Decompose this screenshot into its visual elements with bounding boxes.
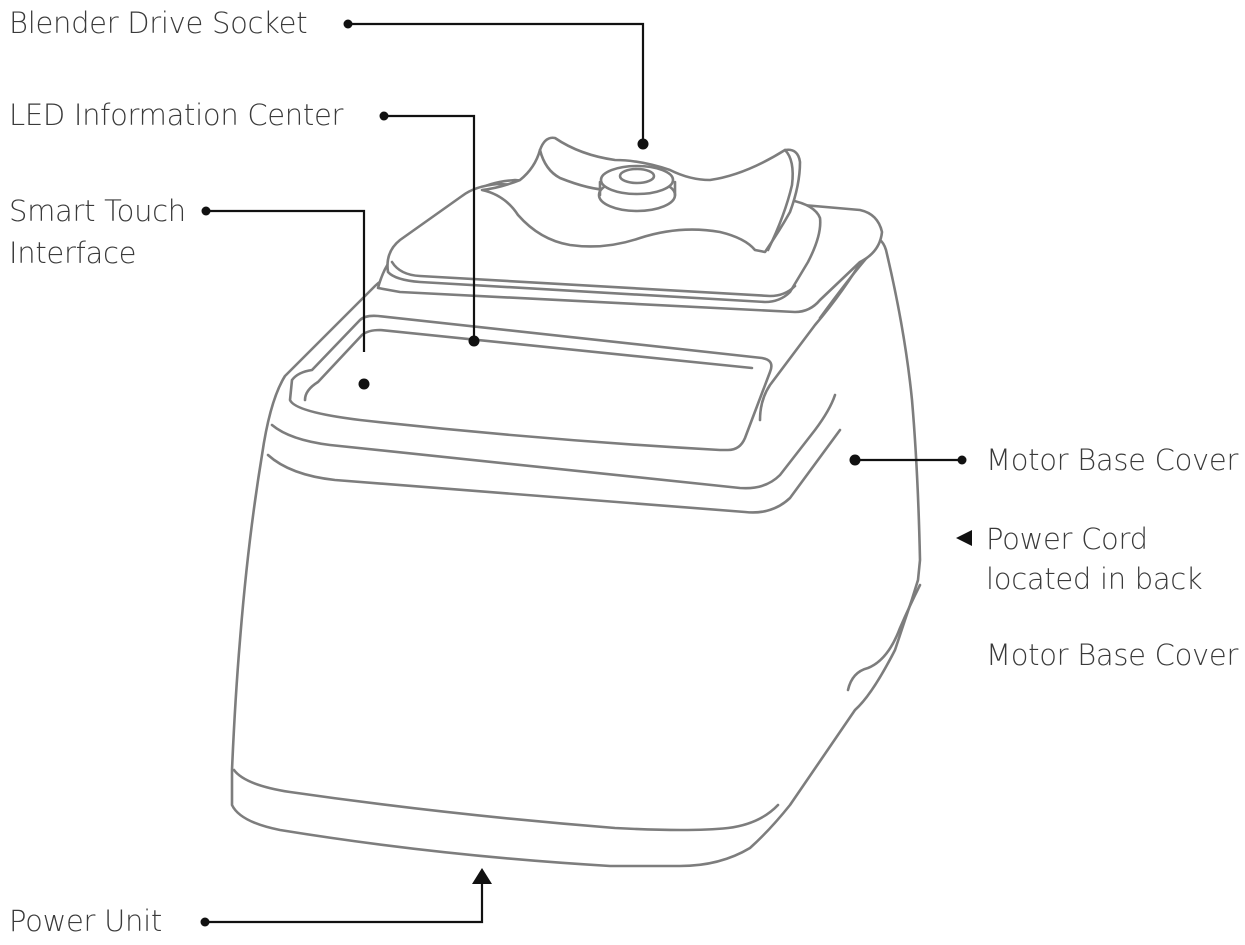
power-cord-label-line1: Power Cord xyxy=(986,522,1148,556)
led-center-end-dot xyxy=(468,335,480,347)
motor-base-cover-label: Motor Base Cover xyxy=(986,443,1239,477)
smart-touch-panel-inner xyxy=(303,328,754,402)
drive-coupling-left-ridge xyxy=(538,148,612,192)
drive-coupling-right-wing xyxy=(766,148,794,252)
bottom-skirt-line xyxy=(232,768,780,832)
power-unit-leader xyxy=(205,882,484,924)
smart-touch-leader xyxy=(206,209,366,352)
drive-socket-collar-side xyxy=(598,180,677,197)
smart-touch-panel xyxy=(288,314,773,452)
smart-touch-label-line2: Interface xyxy=(9,236,137,270)
power-unit-arrow-icon xyxy=(472,868,492,884)
drive-socket-hub xyxy=(618,167,656,185)
power-cord-arrow-icon xyxy=(956,530,972,546)
motor-base-cover-label-2: Motor Base Cover xyxy=(986,638,1239,672)
drive-pad-lip xyxy=(390,260,797,298)
motor-base-cover-end-dot xyxy=(957,455,967,465)
blender-drive-socket-end-dot xyxy=(637,138,649,150)
callout-leaders xyxy=(200,19,972,927)
blender-drive-socket-label: Blender Drive Socket xyxy=(9,6,308,40)
top-rim-band-2 xyxy=(266,428,842,514)
blender-base-illustration xyxy=(230,136,922,868)
power-unit-label: Power Unit xyxy=(9,904,162,938)
top-rim-band xyxy=(270,393,837,490)
smart-touch-label-line1: Smart Touch xyxy=(9,194,186,228)
led-center-leader xyxy=(384,114,476,340)
power-cord-label-line2: located in back xyxy=(986,562,1203,596)
motor-base-body xyxy=(230,234,922,868)
led-information-center-label: LED Information Center xyxy=(9,98,344,132)
blender-drive-socket-leader xyxy=(348,22,645,142)
smart-touch-end-dot xyxy=(358,378,370,390)
side-cutout xyxy=(846,583,922,692)
